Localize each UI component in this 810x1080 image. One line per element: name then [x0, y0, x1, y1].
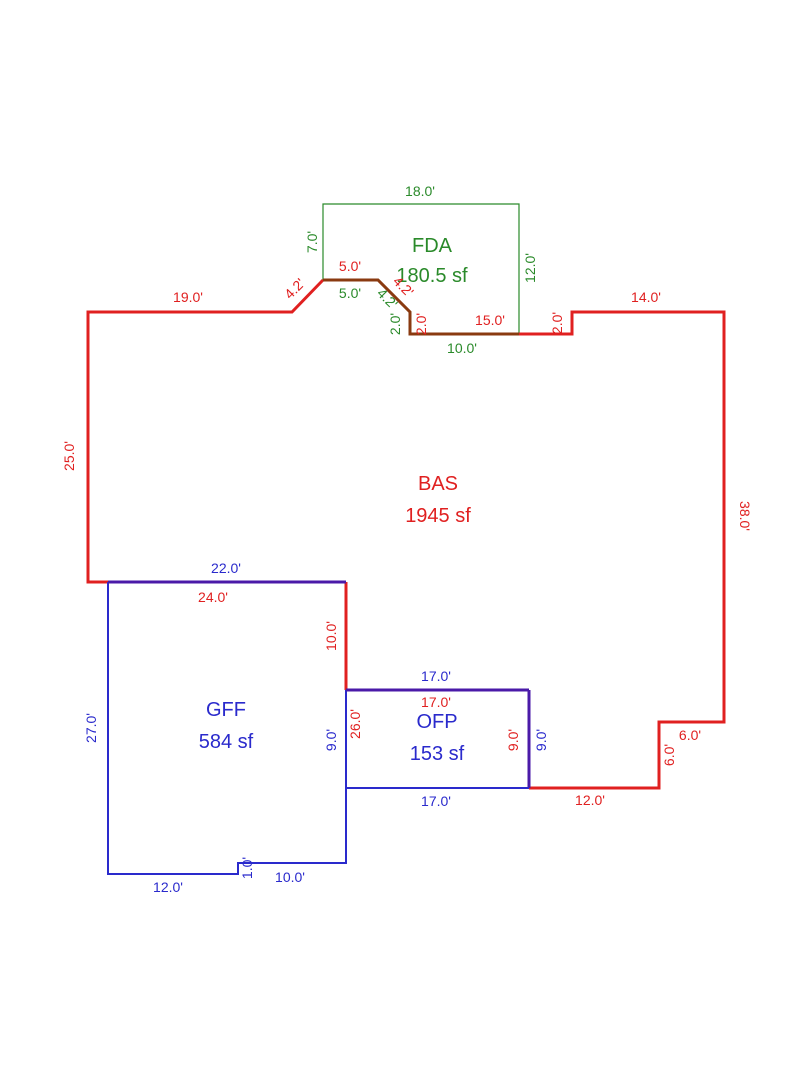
bas-dim-ofp-right: 9.0': [505, 729, 521, 751]
gff-outline: [107, 582, 347, 875]
gff-dim-right: 9.0': [323, 729, 339, 751]
fda-outline: [322, 203, 520, 334]
bas-dim-notch-drop: 2.0': [413, 313, 429, 335]
gff-dim-bottom-right: 10.0': [275, 869, 305, 885]
fda-dim-right: 12.0': [522, 253, 538, 283]
fda-dim-top: 18.0': [405, 183, 435, 199]
bas-dim-step-up: 2.0': [549, 312, 565, 334]
fda-dim-inner-drop: 2.0': [387, 313, 403, 335]
bas-dim-top-mid: 5.0': [339, 258, 361, 274]
bas-boundary-top-right: [519, 310, 726, 790]
bas-dim-ofp-left: 26.0': [347, 709, 363, 739]
gff-name: GFF: [206, 699, 246, 721]
bas-dim-bottom-right: 12.0': [575, 792, 605, 808]
ofp-outline: [346, 688, 531, 789]
gff-boundary: [107, 582, 347, 875]
bas-boundary-top-left: [86, 278, 325, 584]
bas-dim-right-side: 38.0': [737, 501, 753, 531]
ofp-dim-bottom: 17.0': [421, 793, 451, 809]
bas-dim-bottom-step-inner: 24.0': [198, 589, 228, 605]
ofp-name: OFP: [416, 711, 457, 733]
bas-size: 1945 sf: [405, 505, 471, 527]
ofp-dim-top: 17.0': [421, 668, 451, 684]
gff-dim-bottom-left: 12.0': [153, 879, 183, 895]
gff-dim-left: 27.0': [83, 713, 99, 743]
fda-size: 180.5 sf: [396, 265, 468, 287]
gff-dim-bottom-step: 1.0': [239, 857, 255, 879]
bas-dim-left-top: 19.0': [173, 289, 203, 305]
fda-name: FDA: [412, 235, 453, 257]
bas-fda-shared-edge: [323, 278, 519, 336]
bas-dim-corner-horiz: 6.0': [679, 727, 701, 743]
bas-dim-corner-vert: 6.0': [661, 744, 677, 766]
fda-dim-inner-top: 5.0': [339, 285, 361, 301]
fda-dim-left: 7.0': [304, 231, 320, 253]
bas-name: BAS: [418, 473, 458, 495]
bas-dim-gff-right-upper: 10.0': [323, 621, 339, 651]
ofp-dim-right: 9.0': [533, 729, 549, 751]
fda-dim-bottom: 10.0': [447, 340, 477, 356]
fda-boundary: [322, 203, 520, 334]
bas-dim-ofp-top: 17.0': [421, 694, 451, 710]
bas-dim-top-right-mid: 15.0': [475, 312, 505, 328]
ofp-size: 153 sf: [410, 743, 465, 765]
bas-dim-left-side: 25.0': [61, 441, 77, 471]
bas-dim-top-right: 14.0': [631, 289, 661, 305]
bas-outline: [86, 278, 726, 790]
gff-dim-top: 22.0': [211, 560, 241, 576]
gff-size: 584 sf: [199, 731, 254, 753]
